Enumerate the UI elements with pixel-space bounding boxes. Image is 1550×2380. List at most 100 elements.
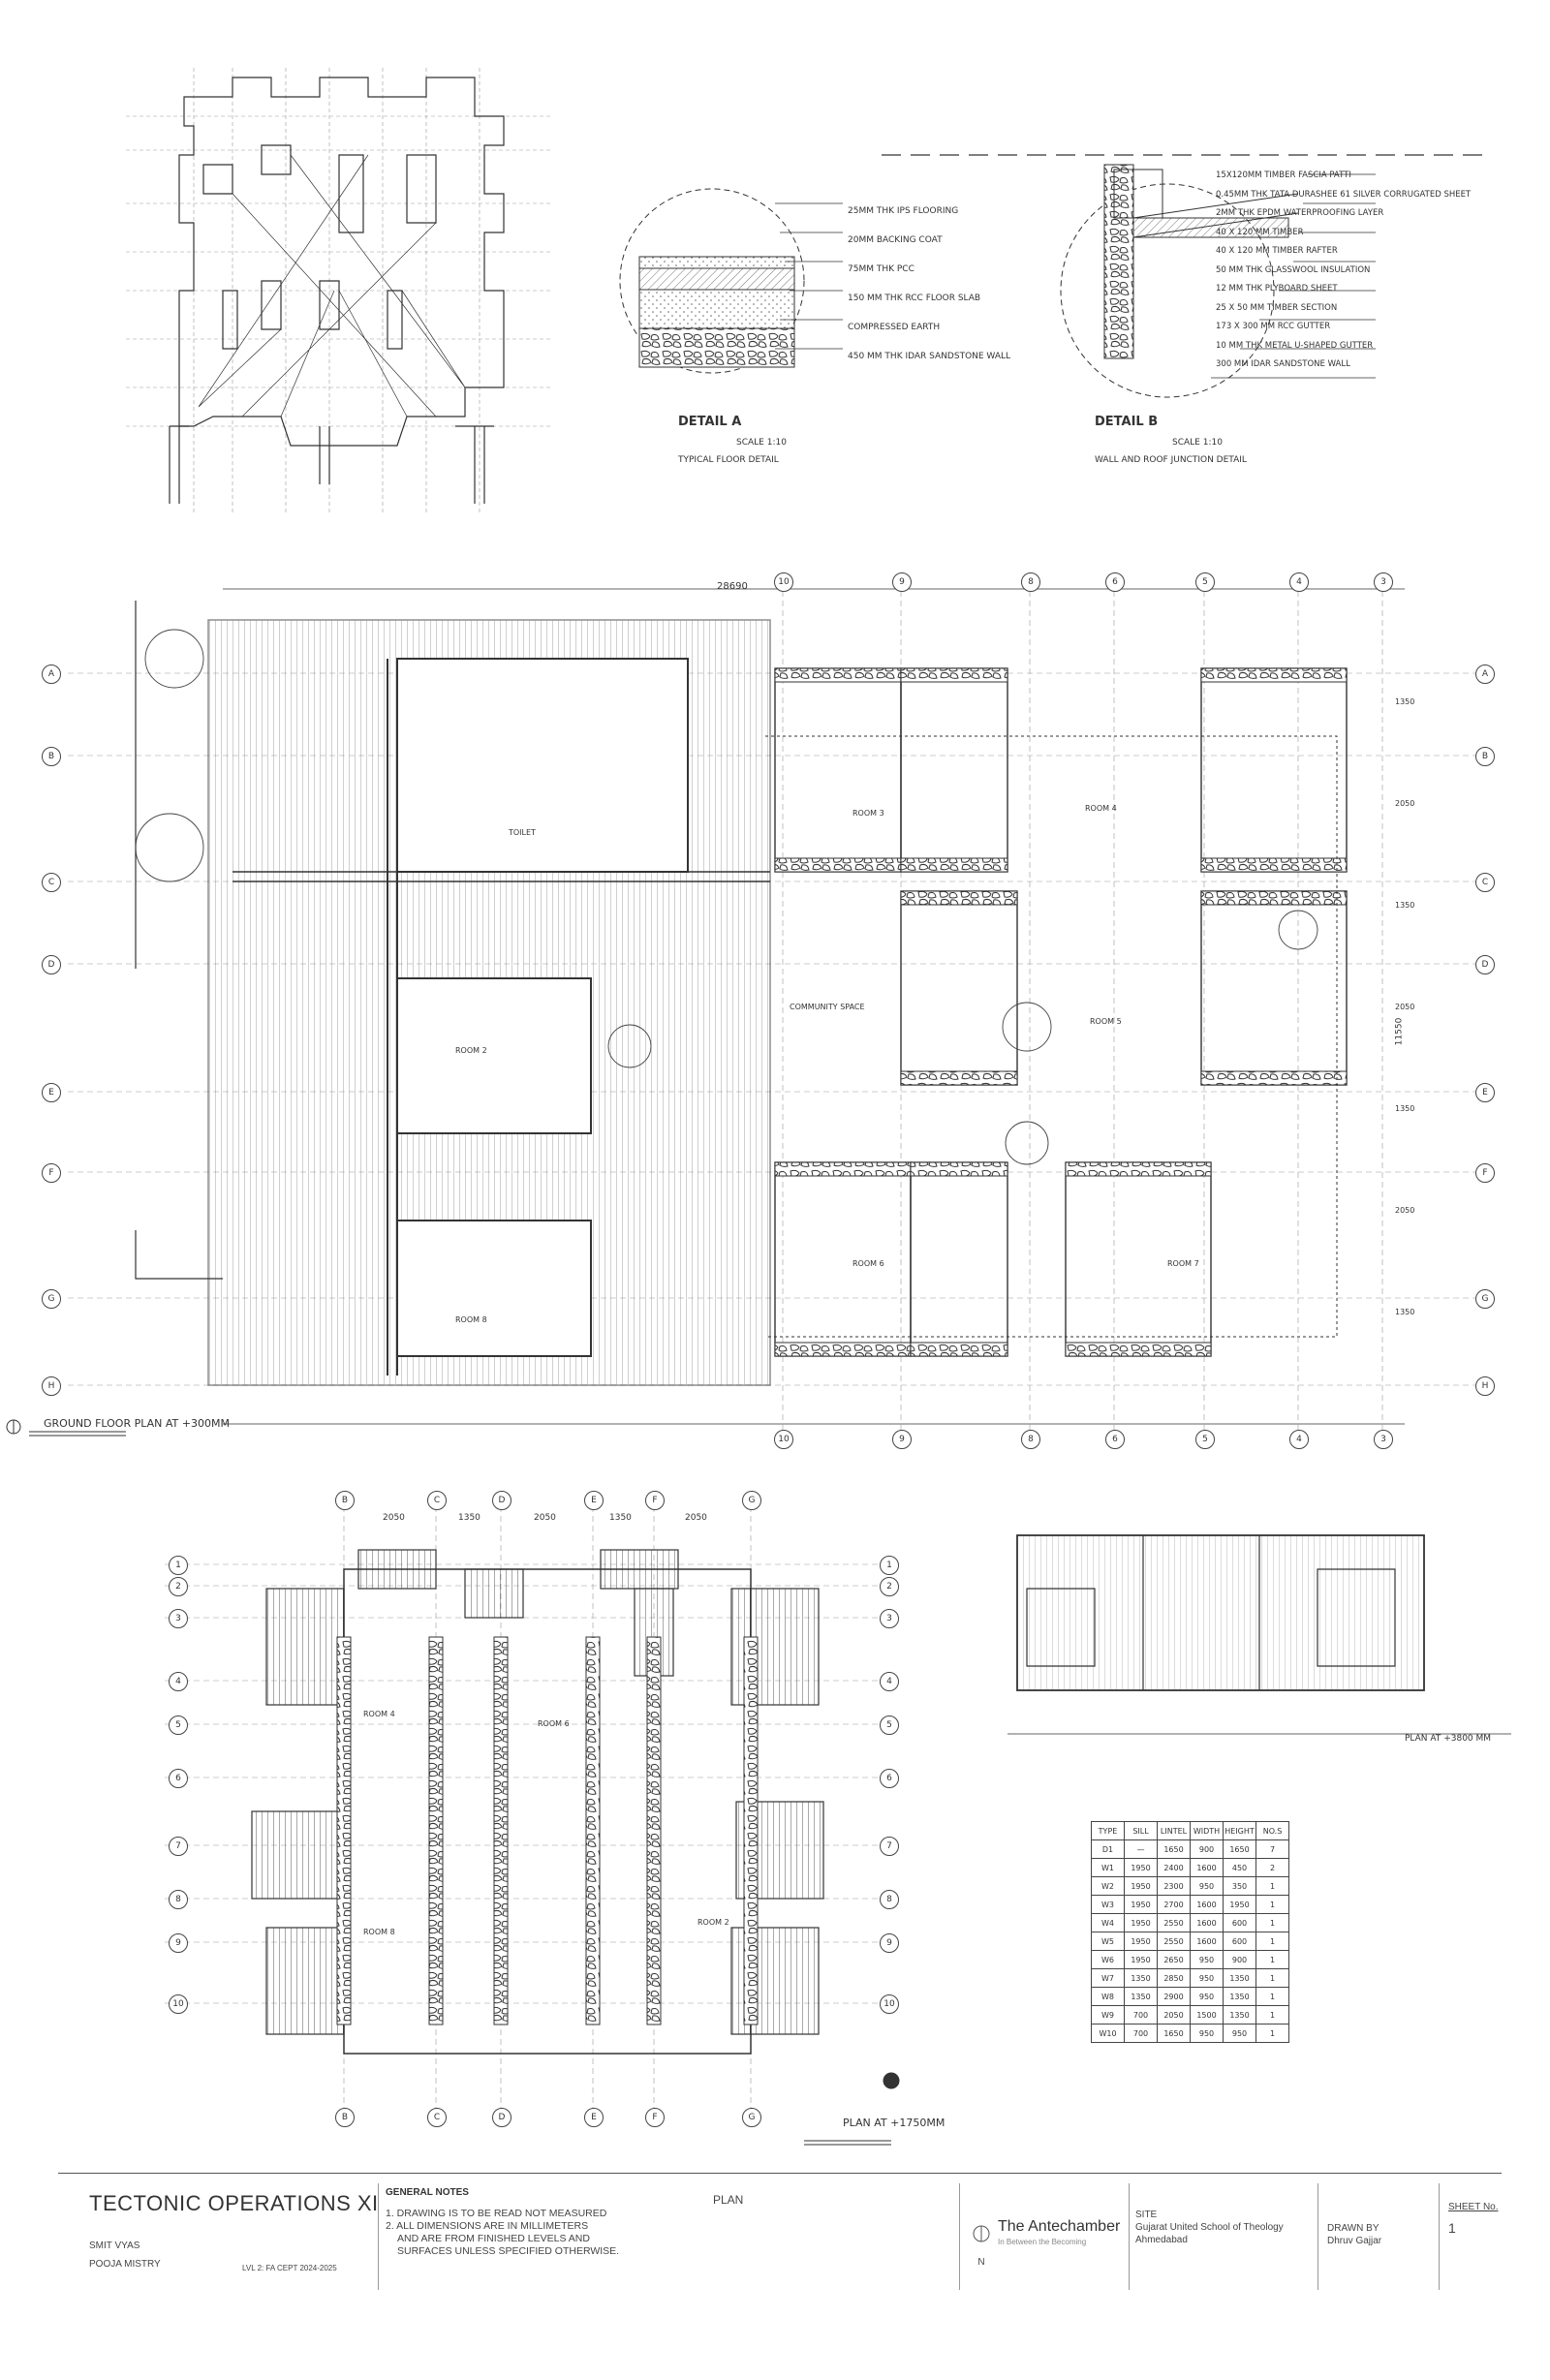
grid-bubble-col: D xyxy=(492,1491,512,1510)
table-cell: 1 xyxy=(1256,1895,1289,1914)
table-cell: 2650 xyxy=(1157,1950,1191,1969)
student-name: POOJA MISTRY xyxy=(89,2259,161,2270)
project-title: TECTONIC OPERATIONS XI xyxy=(89,2191,379,2215)
stone-wall xyxy=(774,667,902,683)
note: 300 MM IDAR SANDSTONE WALL xyxy=(1216,359,1350,369)
note: 20MM BACKING COAT xyxy=(848,235,943,245)
grid-bubble-col: C xyxy=(427,1491,447,1510)
stone-wall xyxy=(493,1636,509,2025)
notes-heading: GENERAL NOTES xyxy=(386,2187,469,2198)
table-cell: 700 xyxy=(1124,2024,1158,2043)
stone-wall xyxy=(585,1636,601,2025)
grid-bubble-col: 5 xyxy=(1195,572,1215,592)
drawn-by-label: DRAWN BY xyxy=(1327,2223,1380,2234)
firm-name: The Antechamber xyxy=(998,2218,1121,2235)
grid-bubble-row: B xyxy=(1475,747,1495,766)
table-cell: 950 xyxy=(1190,2024,1224,2043)
table-cell: 2050 xyxy=(1157,2005,1191,2025)
room-label: TOILET xyxy=(509,828,536,837)
table-cell: — xyxy=(1124,1839,1158,1859)
table-cell: 1950 xyxy=(1124,1876,1158,1896)
table-cell: 950 xyxy=(1190,1987,1224,2006)
grid-bubble-row: 7 xyxy=(880,1837,899,1856)
stone-wall xyxy=(1065,1342,1212,1357)
north-arrow-icon xyxy=(973,2225,990,2242)
table-cell: 1950 xyxy=(1124,1913,1158,1932)
north-symbol: N xyxy=(967,2222,996,2338)
stone-wall xyxy=(900,857,1008,873)
note: 173 X 300 MM RCC GUTTER xyxy=(1216,322,1331,331)
stone-wall xyxy=(900,1070,1018,1086)
table-cell: 2550 xyxy=(1157,1932,1191,1951)
table-cell: 600 xyxy=(1223,1932,1256,1951)
grid-bubble-row: 9 xyxy=(880,1933,899,1953)
small-plan xyxy=(1008,1534,1511,1735)
table-cell: W10 xyxy=(1091,2024,1125,2043)
grid-bubble-row: 8 xyxy=(880,1890,899,1909)
note: 40 X 120 MM TIMBER RAFTER xyxy=(1216,246,1338,256)
stone-wall xyxy=(336,1636,352,2025)
upper-floor-plan xyxy=(165,1506,901,2112)
grid-bubble-row: B xyxy=(42,747,61,766)
sheet-number: 1 xyxy=(1448,2220,1456,2236)
table-cell: W4 xyxy=(1091,1913,1125,1932)
table-cell: 1600 xyxy=(1190,1913,1224,1932)
table-cell: 1950 xyxy=(1124,1950,1158,1969)
stone-wall xyxy=(910,1161,1008,1177)
grid-bubble-row: 6 xyxy=(169,1769,188,1788)
table-cell: 350 xyxy=(1223,1876,1256,1896)
table-cell: D1 xyxy=(1091,1839,1125,1859)
table-cell: 2550 xyxy=(1157,1913,1191,1932)
table-cell: 900 xyxy=(1223,1950,1256,1969)
grid-bubble-row: H xyxy=(1475,1376,1495,1396)
grid-bubble-row: 2 xyxy=(169,1577,188,1596)
grid-bubble-col: G xyxy=(742,1491,761,1510)
table-cell: 950 xyxy=(1223,2024,1256,2043)
table-cell: 1500 xyxy=(1190,2005,1224,2025)
table-cell: SILL xyxy=(1124,1821,1158,1840)
stone-room xyxy=(774,1161,912,1357)
table-cell: 1 xyxy=(1256,1950,1289,1969)
dimension-text: 2050 xyxy=(1395,799,1415,808)
detail-b-subtitle: WALL AND ROOF JUNCTION DETAIL xyxy=(1095,455,1247,465)
note: 2MM THK EPDM WATERPROOFING LAYER xyxy=(1216,208,1384,218)
note: COMPRESSED EARTH xyxy=(848,323,941,332)
grid-bubble-row: 6 xyxy=(880,1769,899,1788)
note-line: 2. ALL DIMENSIONS ARE IN MILLIMETERS xyxy=(386,2220,589,2233)
grid-bubble-row: C xyxy=(42,873,61,892)
grid-bubble-row: 2 xyxy=(880,1577,899,1596)
grid-bubble-row: 10 xyxy=(169,1994,188,2014)
grid-bubble-row: F xyxy=(1475,1163,1495,1183)
table-cell: 950 xyxy=(1190,1968,1224,1988)
table-cell: 2 xyxy=(1256,1858,1289,1877)
ground-floor-plan xyxy=(68,581,1482,1453)
grid-bubble-col: F xyxy=(645,2108,665,2127)
note: 0.45MM THK TATA DURASHEE 61 SILVER CORRU… xyxy=(1216,189,1472,200)
table-cell: 2400 xyxy=(1157,1858,1191,1877)
dimension-text: 2050 xyxy=(1395,1003,1415,1011)
grid-bubble-row: 5 xyxy=(169,1715,188,1735)
table-cell: 1950 xyxy=(1223,1895,1256,1914)
detail-b-scale: SCALE 1:10 xyxy=(1172,438,1223,448)
grid-bubble-row: H xyxy=(42,1376,61,1396)
stone-wall xyxy=(900,890,1018,906)
table-cell: 2900 xyxy=(1157,1987,1191,2006)
room-label: ROOM 3 xyxy=(852,809,884,818)
note: 12 MM THK PLYBOARD SHEET xyxy=(1216,284,1338,294)
grid-bubble-row: 9 xyxy=(169,1933,188,1953)
course-label: LVL 2: FA CEPT 2024-2025 xyxy=(242,2264,337,2272)
room-label: ROOM 2 xyxy=(698,1918,729,1927)
note: 40 X 120 MM TIMBER xyxy=(1216,227,1304,237)
timber-deck xyxy=(265,1927,345,2035)
key-plan xyxy=(126,68,552,513)
table-cell: 600 xyxy=(1223,1913,1256,1932)
note-line: AND ARE FROM FINISHED LEVELS AND xyxy=(397,2233,590,2245)
grid-bubble-col: 8 xyxy=(1021,572,1040,592)
stone-room xyxy=(1200,890,1348,1086)
dimension-text: 2050 xyxy=(534,1513,556,1523)
